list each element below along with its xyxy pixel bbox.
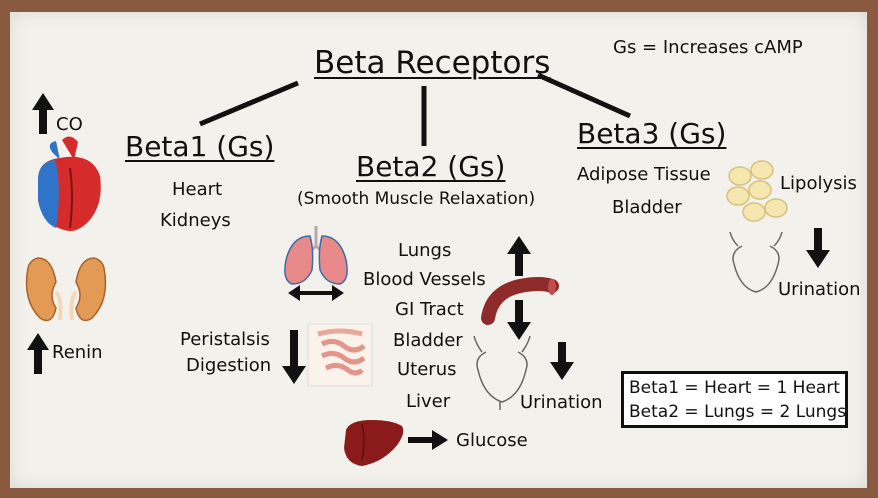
mnemonic-line-2: Beta2 = Lungs = 2 Lungs	[629, 402, 847, 422]
beta2-item-blood-vessels: Blood Vessels	[363, 269, 486, 290]
renin-label: Renin	[52, 342, 103, 363]
beta2-item-bladder: Bladder	[393, 330, 463, 351]
gs-note: Gs = Increases cAMP	[613, 37, 803, 58]
beta2-item-uterus: Uterus	[397, 359, 457, 380]
beta1-item-kidneys: Kidneys	[160, 210, 231, 231]
glucose-label: Glucose	[456, 430, 528, 451]
peristalsis-label: Peristalsis	[180, 329, 270, 350]
mnemonic-line-1: Beta1 = Heart = 1 Heart	[629, 378, 840, 398]
digestion-label: Digestion	[186, 355, 272, 376]
page-title: Beta Receptors	[314, 45, 551, 81]
beta3-urination-label: Urination	[778, 279, 861, 300]
beta2-subtitle: (Smooth Muscle Relaxation)	[297, 189, 536, 209]
beta2-item-liver: Liver	[406, 391, 451, 412]
beta3-item-bladder: Bladder	[612, 197, 682, 218]
beta1-heading: Beta1 (Gs)	[125, 130, 275, 163]
beta2-heading: Beta2 (Gs)	[356, 150, 506, 183]
beta1-item-heart: Heart	[172, 179, 223, 200]
beta2-item-lungs: Lungs	[398, 240, 452, 261]
beta3-heading: Beta3 (Gs)	[577, 117, 727, 150]
beta2-item-gi-tract: GI Tract	[395, 299, 464, 320]
lipolysis-label: Lipolysis	[780, 173, 857, 194]
mnemonic-box	[621, 371, 848, 428]
beta2-urination-label: Urination	[520, 392, 603, 413]
beta3-item-adipose-tissue: Adipose Tissue	[577, 164, 711, 185]
co-label: CO	[56, 114, 83, 135]
